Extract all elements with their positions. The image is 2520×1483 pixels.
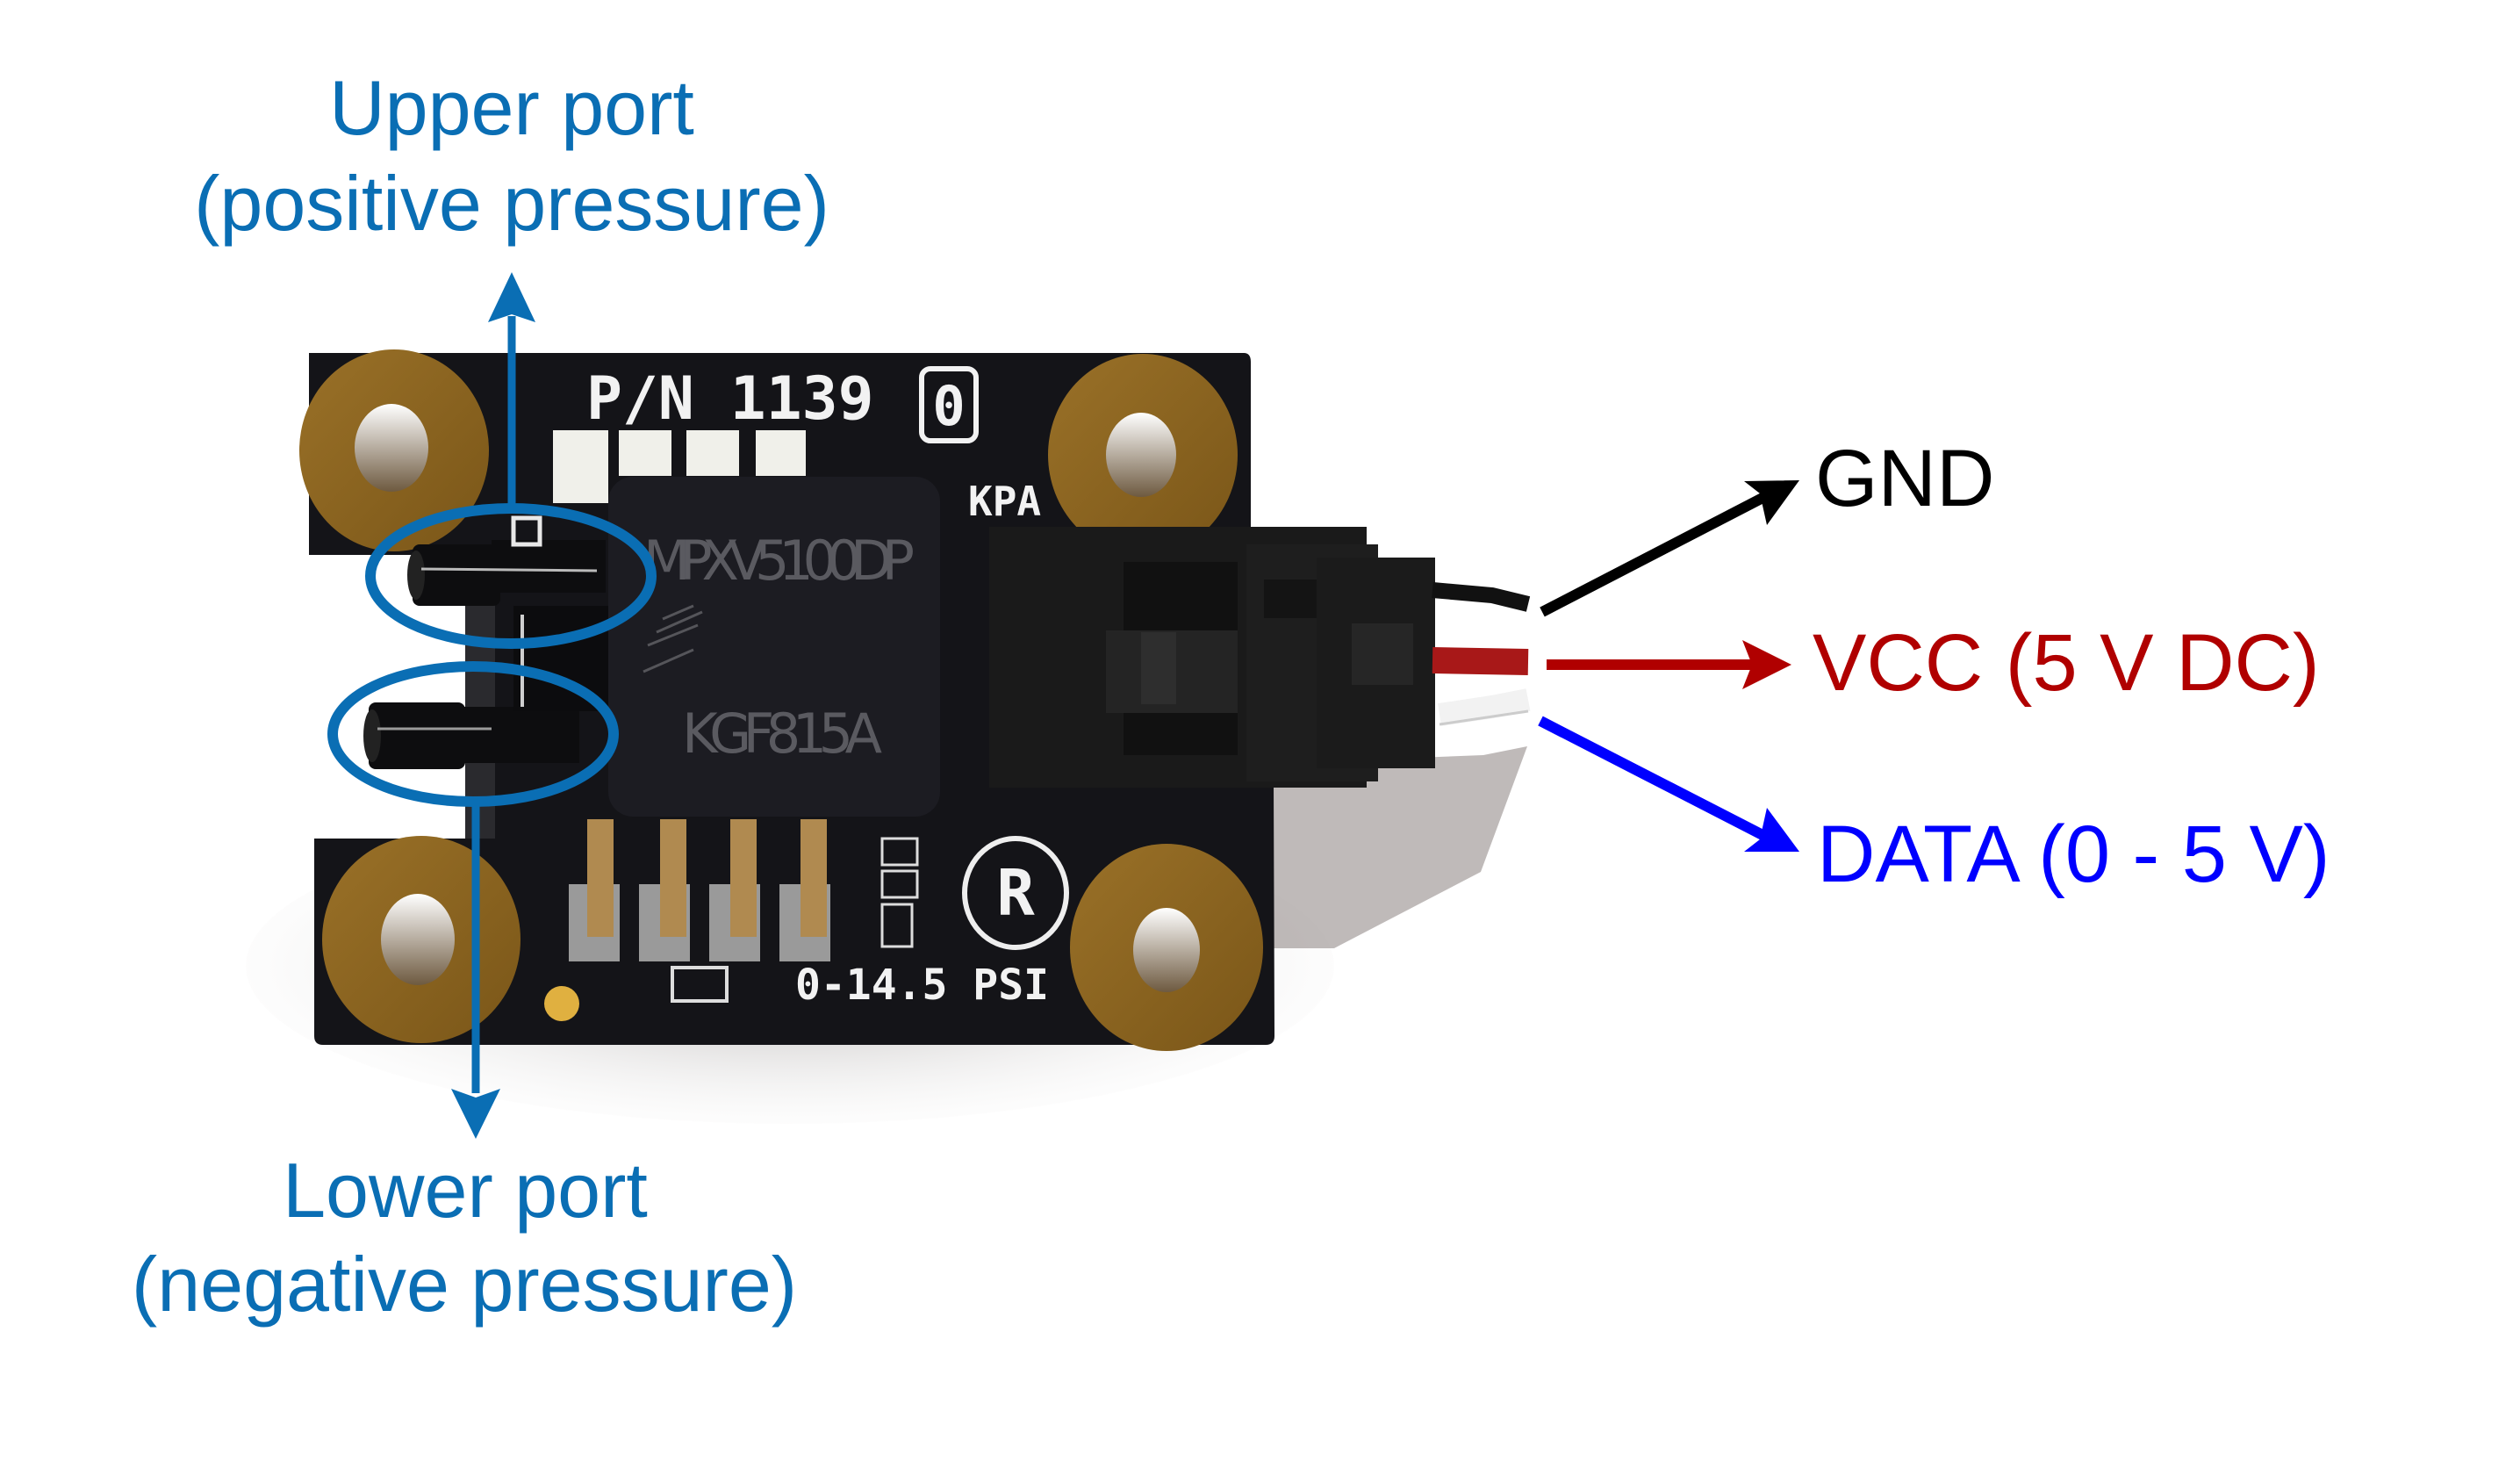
arrow-right-up-icon — [1744, 480, 1799, 525]
kpa-silkscreen: KPA — [968, 478, 1041, 525]
psi-silkscreen: 0-14.5 PSI — [795, 961, 1049, 1010]
lower-port-title: Lower port — [283, 1147, 648, 1234]
mount-hole-bottom-right — [1070, 844, 1263, 1051]
lower-port-subtitle: (negative pressure) — [132, 1241, 797, 1328]
part-number-silkscreen: P/N 1139 — [586, 364, 874, 434]
sensor-board-photo: P/N 1139 0 KPA 0-14.5 PSI R — [246, 349, 1531, 1124]
wire-data — [1438, 688, 1531, 726]
data-label: DATA (0 - 5 V) — [1817, 810, 2330, 899]
registered-mark-icon: R — [962, 836, 1069, 950]
revision-silkscreen: 0 — [932, 374, 965, 438]
sensor-lot-marking: KGF815A — [682, 702, 882, 766]
via-dot — [544, 986, 579, 1021]
mount-hole-top-left — [299, 349, 489, 551]
cable-connector — [989, 527, 1435, 788]
smd-pads-top — [553, 430, 806, 503]
lower-port-annotation: Lower port (negative pressure) — [132, 661, 797, 1328]
sensor-model-marking: MPXV5100DP — [643, 529, 915, 593]
upper-port-annotation: Upper port (positive pressure) — [194, 64, 829, 649]
upper-port-subtitle: (positive pressure) — [194, 160, 829, 247]
gnd-annotation: GND — [1540, 434, 1994, 617]
pin-annotations: GND VCC (5 V DC) DATA (0 - 5 V) — [1538, 434, 2330, 899]
vcc-annotation: VCC (5 V DC) — [1547, 618, 2320, 708]
arrow-down-icon — [451, 1089, 500, 1139]
lower-port-highlight-ellipse — [327, 661, 619, 807]
arrow-right-down-icon — [1744, 808, 1799, 852]
wire-vcc — [1432, 647, 1529, 675]
revision-box — [919, 366, 979, 443]
wire-gnd — [1432, 582, 1531, 612]
wire-shadow-region — [1264, 746, 1527, 948]
mount-hole-bottom-left — [322, 836, 521, 1043]
lower-pressure-port — [363, 702, 579, 769]
gnd-arrow-shaft — [1540, 491, 1769, 617]
svg-text:R: R — [996, 856, 1035, 930]
gnd-label: GND — [1815, 434, 1994, 523]
data-arrow-shaft — [1538, 716, 1769, 842]
upper-port-title: Upper port — [329, 64, 694, 151]
cable-wires — [1432, 582, 1531, 726]
upper-port-highlight-ellipse — [365, 503, 657, 649]
sensor-pins — [569, 819, 830, 961]
arrow-right-icon — [1742, 640, 1791, 689]
arrow-up-icon — [488, 272, 535, 322]
upper-pressure-port — [407, 515, 606, 606]
vcc-label: VCC (5 V DC) — [1813, 618, 2320, 708]
pressure-sensor-chip — [608, 477, 940, 817]
mount-hole-top-right — [1048, 354, 1238, 556]
manufacturer-logo-icon — [643, 604, 703, 673]
resistor-footprint — [671, 966, 729, 1003]
smd-components — [880, 837, 919, 948]
data-annotation: DATA (0 - 5 V) — [1538, 716, 2330, 899]
